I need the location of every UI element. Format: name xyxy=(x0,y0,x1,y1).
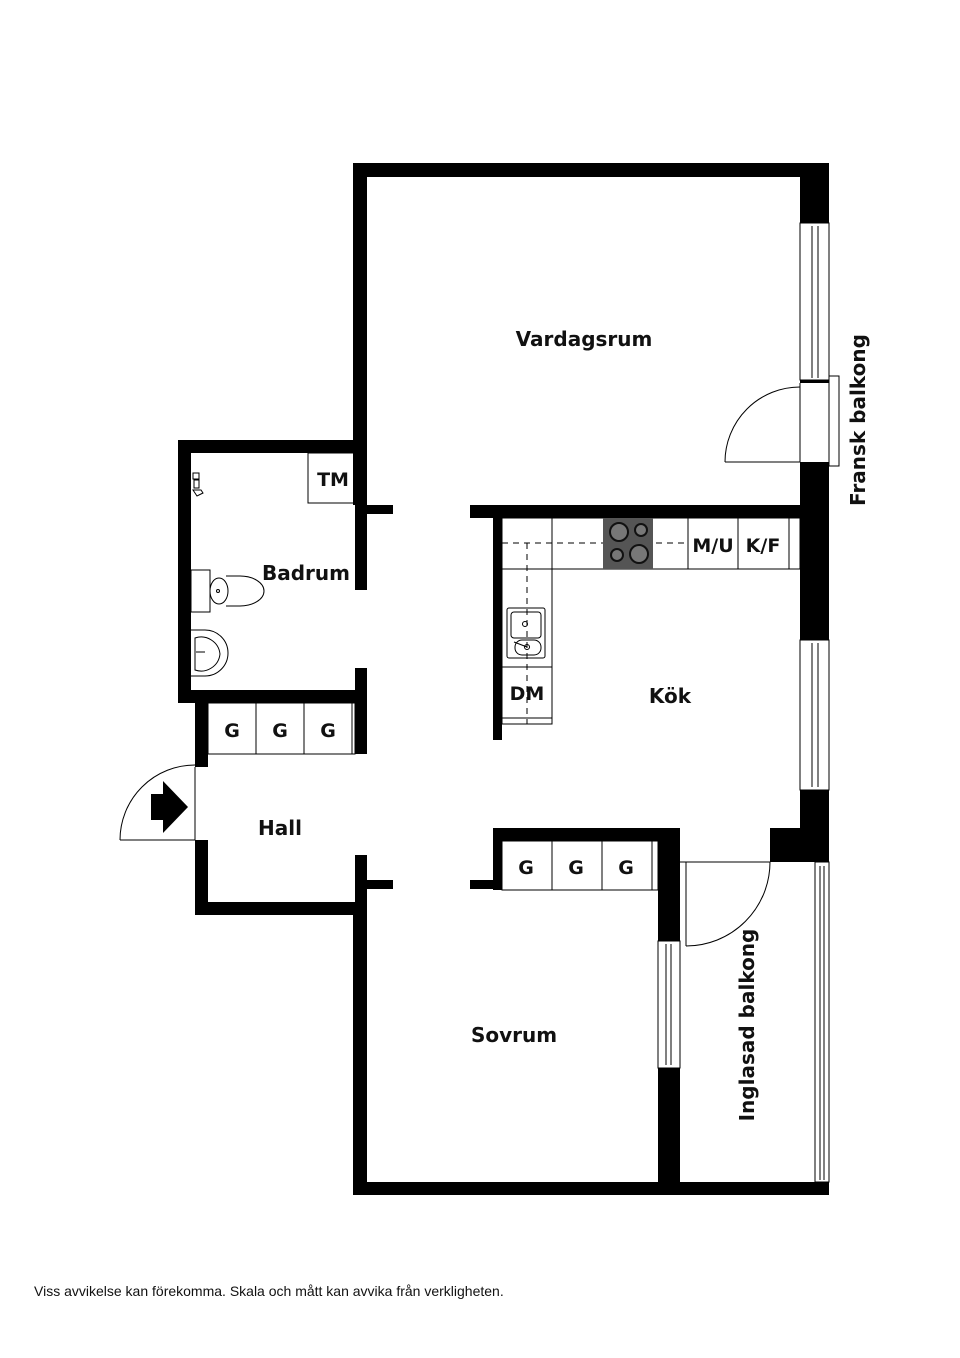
fixture-label-tm: TM xyxy=(317,469,349,491)
doors xyxy=(119,386,801,947)
toilet-icon xyxy=(190,569,265,613)
window-vardagsrum xyxy=(799,222,830,381)
window-sovrum xyxy=(657,940,681,1069)
fixture-label-dm: DM xyxy=(510,683,545,705)
fransk-balkong-railing xyxy=(828,375,840,467)
sovrum-closet-row xyxy=(501,840,659,891)
room-label-hall: Hall xyxy=(258,816,302,840)
closet-label: G xyxy=(618,857,634,879)
room-label-inglasad-balkong: Inglasad balkong xyxy=(735,929,759,1122)
room-label-badrum: Badrum xyxy=(262,561,350,585)
closet-label: G xyxy=(568,857,584,879)
disclaimer-text: Viss avvikelse kan förekomma. Skala och … xyxy=(34,1283,504,1299)
closet-label: G xyxy=(224,720,240,742)
closet-label: G xyxy=(272,720,288,742)
entrance-arrow-icon xyxy=(151,781,188,833)
sink-icon xyxy=(191,629,229,677)
window-inglasad-balkong xyxy=(814,861,830,1183)
kitchen-sink-icon xyxy=(506,607,546,659)
shower-icon xyxy=(192,472,204,497)
badrum-fixtures xyxy=(190,452,356,677)
room-label-sovrum: Sovrum xyxy=(471,1023,557,1047)
closet-label: G xyxy=(518,857,534,879)
closet-label: G xyxy=(320,720,336,742)
room-label-kok: Kök xyxy=(649,684,692,708)
stove-icon xyxy=(603,518,653,569)
tm-box xyxy=(307,452,356,504)
walls xyxy=(178,163,829,1195)
fixture-label-mu: M/U xyxy=(692,535,733,557)
room-label-vardagsrum: Vardagsrum xyxy=(516,327,653,351)
window-kok xyxy=(799,639,830,791)
room-label-fransk-balkong: Fransk balkong xyxy=(846,334,870,506)
closets xyxy=(207,702,659,891)
hall-closet-row xyxy=(207,702,356,755)
fixture-label-kf: K/F xyxy=(746,535,781,557)
windows xyxy=(657,222,840,1183)
